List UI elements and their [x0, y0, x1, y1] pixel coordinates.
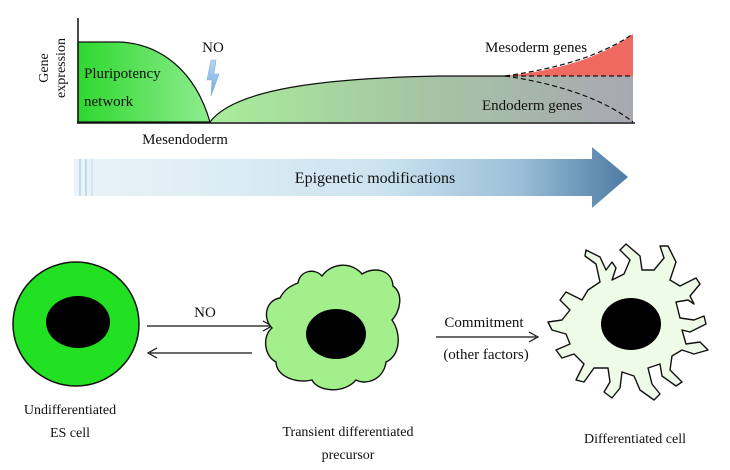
- es-cell: Undifferentiated ES cell: [12, 261, 140, 441]
- axis-label-expression: expression: [54, 38, 69, 98]
- commitment-arrow-head: [528, 331, 540, 343]
- epigenetic-arrow-shape: [74, 147, 628, 208]
- mesoderm-wedge: [505, 34, 633, 76]
- precursor-cell-nucleus: [306, 309, 366, 359]
- endoderm-dashed-line: [504, 75, 634, 123]
- no-reversible-arrows: NO: [146, 305, 274, 359]
- endoderm-genes-label: Endoderm genes: [482, 98, 583, 114]
- differentiation-area: [210, 76, 633, 122]
- differentiated-cell-nucleus: [601, 298, 661, 350]
- differentiation-curve: [209, 75, 505, 123]
- es-cell-label-line2: ES cell: [50, 426, 90, 441]
- no-arrow-label: NO: [194, 305, 216, 321]
- transient-precursor-cell: Transient differentiated precursor: [265, 264, 414, 463]
- pluripotency-label-line2: network: [84, 94, 134, 110]
- differentiated-cell-label: Differentiated cell: [584, 432, 686, 447]
- no-signal-label: NO: [202, 40, 224, 56]
- differentiated-cell: Differentiated cell: [547, 243, 709, 447]
- pluripotency-label-line1: Pluripotency: [84, 66, 161, 82]
- epigenetic-arrow: Epigenetic modifications: [74, 147, 628, 208]
- es-cell-label-line1: Undifferentiated: [24, 403, 116, 418]
- mesoderm-genes-label: Mesoderm genes: [485, 40, 587, 56]
- commitment-arrow: Commitment (other factors): [436, 315, 540, 363]
- other-factors-label: (other factors): [443, 347, 528, 363]
- precursor-label-line2: precursor: [322, 448, 375, 463]
- gene-expression-plot: Gene expression NO Pluripotency network …: [37, 18, 635, 148]
- mesendoderm-label: Mesendoderm: [142, 132, 228, 148]
- pluripotency-area: [77, 41, 211, 123]
- epigenetic-label: Epigenetic modifications: [295, 170, 455, 187]
- backward-arrow-head: [146, 347, 158, 359]
- axis-label-gene: Gene: [37, 53, 52, 83]
- es-cell-nucleus: [46, 296, 110, 348]
- precursor-label-line1: Transient differentiated: [282, 425, 413, 440]
- commitment-label: Commitment: [444, 315, 524, 331]
- no-lightning-icon: [206, 59, 220, 97]
- mesoderm-dashed-line: [504, 33, 634, 77]
